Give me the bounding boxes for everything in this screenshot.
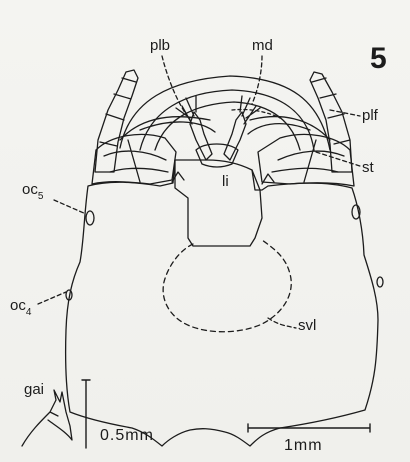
label-md: md xyxy=(252,38,273,53)
label-svl: svl xyxy=(298,318,316,333)
stipes-left-lines xyxy=(104,140,168,182)
ocellus-5-left xyxy=(86,211,94,225)
head-capsule-outline xyxy=(66,160,378,446)
figure-number: 5 xyxy=(370,44,387,74)
label-plb: plb xyxy=(150,38,170,53)
label-st: st xyxy=(362,160,374,175)
label-oc5-base: oc xyxy=(22,181,38,198)
label-oc4-sub: 4 xyxy=(26,307,32,318)
scale-label-horizontal: 1mm xyxy=(284,438,323,454)
stipes-right-lines xyxy=(272,140,344,182)
label-oc4-base: oc xyxy=(10,297,26,314)
leader-plf xyxy=(330,110,360,116)
mandible-outline-right xyxy=(248,117,330,140)
subventral-line xyxy=(163,240,291,332)
label-oc4: oc4 xyxy=(10,298,31,317)
leader-svl xyxy=(268,318,296,328)
palp-left xyxy=(95,70,138,172)
leader-oc5 xyxy=(54,200,86,214)
label-oc5-sub: 5 xyxy=(38,191,44,202)
leader-md xyxy=(252,56,262,104)
label-gai: gai xyxy=(24,382,44,397)
mouthpart-arc-outer xyxy=(120,76,330,150)
mouthpart-arc-mid xyxy=(140,90,314,150)
scale-label-vertical: 0.5mm xyxy=(100,428,154,444)
leader-oc4 xyxy=(38,292,66,304)
scale-bar-horizontal xyxy=(248,424,370,432)
label-plf: plf xyxy=(362,108,378,123)
label-oc5: oc5 xyxy=(22,182,43,201)
ocellus-4-right xyxy=(377,277,383,287)
label-li: li xyxy=(222,174,229,189)
gai-inset xyxy=(22,390,72,446)
labium-outline xyxy=(175,160,262,246)
scale-bar-vertical xyxy=(82,380,90,448)
